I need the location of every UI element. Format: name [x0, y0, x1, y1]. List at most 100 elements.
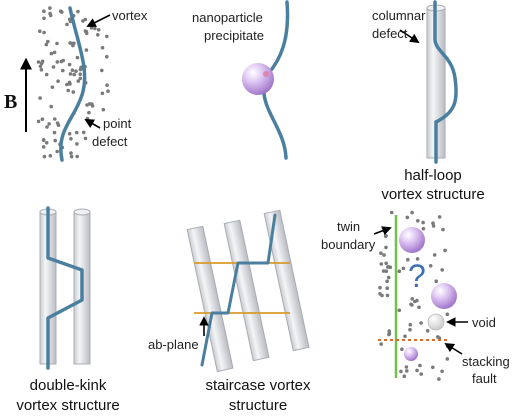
point-defect-dot [50, 85, 55, 89]
vortex-line [262, 86, 288, 160]
point-defect-dot [382, 253, 386, 257]
point-defect-dots [378, 210, 450, 381]
point-defect-dot [379, 262, 384, 266]
point-defect-dot [66, 88, 70, 93]
point-defect-dot [431, 365, 435, 370]
precipitate-sphere [404, 347, 418, 361]
fault-arrow [444, 342, 463, 355]
staircase-caption-1: staircase vortex [205, 377, 311, 394]
point-defect-dot [84, 48, 89, 52]
point-defect-dot [445, 357, 450, 361]
point-defect-dot [445, 312, 450, 317]
point-defect-dot [399, 369, 403, 374]
point-defect-dot [440, 268, 445, 272]
twin-arrow [373, 226, 392, 236]
point-defect-dot [101, 107, 106, 112]
point-defect-dot [76, 9, 80, 14]
point-defect-dot [52, 130, 57, 135]
point-defect-dot [60, 10, 64, 14]
nanoparticle-label-2: precipitate [204, 28, 264, 43]
point-defect-dot [55, 41, 59, 46]
vortex-line [59, 6, 87, 162]
panel-columnar: columnar defect half-loop vortex structu… [372, 0, 485, 203]
point-defect-dot [432, 253, 437, 257]
point-defect-dot [397, 269, 402, 274]
point-defect-dot [61, 68, 65, 73]
point-defect-dot [71, 90, 76, 94]
point-defect-dot [42, 154, 47, 159]
point-defect-dot [381, 269, 386, 273]
point-defect-dot [38, 29, 42, 33]
point-defect-dot [53, 117, 57, 121]
double-kink-caption-1: double-kink [30, 377, 107, 394]
point-defect-dot [38, 96, 42, 100]
point-defect-dot [68, 72, 73, 76]
point-defect-dot [402, 374, 407, 379]
point-defect-dot [385, 279, 389, 284]
point-defect-dot [71, 43, 75, 48]
point-defect-dot [440, 369, 444, 374]
point-defect-arrow [84, 119, 101, 129]
point-defect-dot [413, 299, 417, 304]
unknown-defect-mark: ? [408, 258, 426, 294]
point-defect-dot [65, 82, 69, 87]
point-defect-dot [36, 60, 41, 64]
precipitate-sphere [399, 227, 425, 253]
point-defect-dot [67, 132, 72, 136]
half-loop-caption-1: half-loop [404, 167, 462, 184]
precipitate-sphere [431, 283, 457, 309]
point-defect-dot [65, 22, 69, 27]
point-defect-dot [44, 42, 49, 47]
nanoparticle-label-1: nanoparticle [192, 10, 263, 25]
panel-point-defect: vortex B point defect [4, 6, 148, 162]
point-defect-dot [384, 261, 389, 266]
void-sphere [427, 313, 445, 331]
panel-staircase: ab-plane staircase vortex structure [148, 209, 311, 414]
point-defect-dot [78, 76, 83, 81]
point-defect-dot [48, 11, 52, 16]
point-defect-dot [100, 91, 105, 96]
point-defect-dot [405, 369, 409, 373]
point-defect-dot [384, 245, 388, 250]
point-defect-dot [75, 55, 80, 60]
point-defect-dot [42, 16, 46, 21]
point-defect-dot [100, 68, 104, 73]
field-symbol: B [4, 91, 17, 113]
point-defect-dot [78, 72, 82, 76]
point-defect-dot [397, 308, 402, 313]
point-defect-dot [38, 64, 43, 69]
point-defect-dot [384, 269, 389, 274]
point-defect-dot [408, 327, 412, 332]
point-defect-dot [421, 226, 426, 231]
point-defect-dot [401, 266, 406, 271]
point-defect-dot [421, 220, 425, 225]
point-defect-dot [55, 149, 59, 154]
columnar-label-1: columnar [372, 8, 426, 23]
point-defect-dot [53, 138, 57, 143]
point-defect-dot [70, 68, 75, 72]
point-defect-dot [48, 154, 53, 158]
point-defect-dot [408, 322, 413, 327]
point-defect-dot [441, 227, 445, 232]
point-defect-dot [431, 221, 435, 225]
point-defect-dot [72, 72, 76, 77]
point-defect-dot [405, 215, 410, 220]
vortex-line [433, 0, 458, 164]
point-defect-dot [387, 329, 392, 333]
point-defect-dot [418, 363, 422, 368]
point-defect-dot [84, 31, 89, 36]
point-defect-dot [49, 104, 53, 109]
vortex-line [200, 213, 277, 367]
point-defect-dot [105, 54, 109, 59]
point-defect-dot [100, 45, 105, 50]
point-defect-dot [431, 224, 436, 228]
point-defect-dot [81, 19, 85, 23]
point-defect-dot [105, 83, 109, 87]
point-defect-dot [410, 297, 415, 301]
point-defect-dot [55, 121, 60, 125]
cylinder-top [73, 208, 91, 216]
point-defect-dot [419, 321, 423, 325]
panel-double-kink: double-kink vortex structure [16, 206, 120, 414]
point-defect-dot [415, 368, 419, 373]
